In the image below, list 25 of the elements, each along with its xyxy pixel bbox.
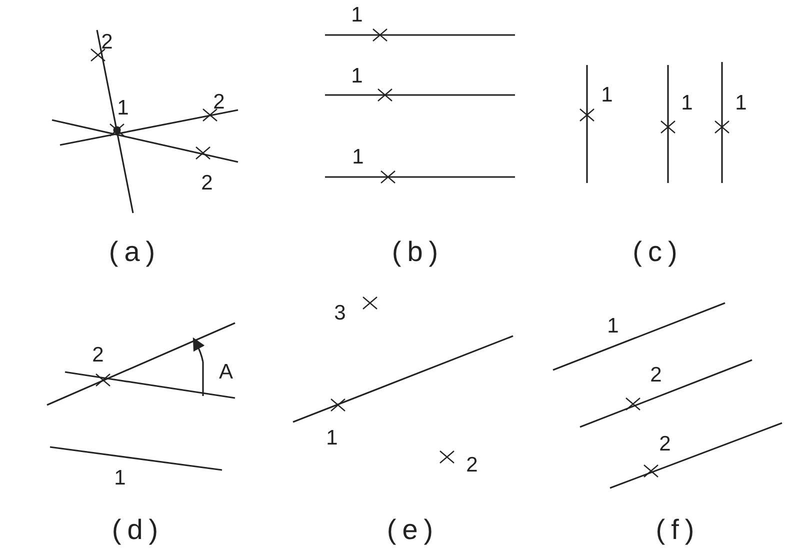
callout-number: 1: [601, 84, 613, 106]
callout-number: 1: [607, 316, 619, 336]
callout-number: 1: [351, 66, 363, 86]
callout-number: 2: [101, 32, 113, 52]
callout-number: 2: [213, 92, 225, 112]
callout-number: 1: [117, 98, 129, 118]
callout-number: 2: [650, 364, 662, 386]
callout-number: 1: [735, 92, 747, 114]
angle-label: A: [219, 362, 233, 382]
callout-number: 1: [351, 4, 363, 26]
callout-number: 2: [466, 454, 478, 476]
panel-label: (e): [386, 516, 440, 544]
panel-label: (b): [392, 238, 444, 266]
panel-label: (f): [656, 516, 700, 544]
callout-number: 3: [334, 302, 346, 324]
panel-label: (a): [108, 238, 162, 266]
panel-label: (d): [112, 516, 164, 544]
callout-number: 1: [681, 92, 693, 114]
callout-number: 2: [92, 344, 104, 366]
callout-number: 1: [114, 468, 126, 488]
callout-number: 2: [201, 172, 213, 194]
callout-number: 1: [352, 146, 364, 168]
panel-label: (c): [632, 238, 684, 266]
callout-number: 1: [326, 428, 338, 448]
callout-number: 2: [659, 434, 671, 454]
